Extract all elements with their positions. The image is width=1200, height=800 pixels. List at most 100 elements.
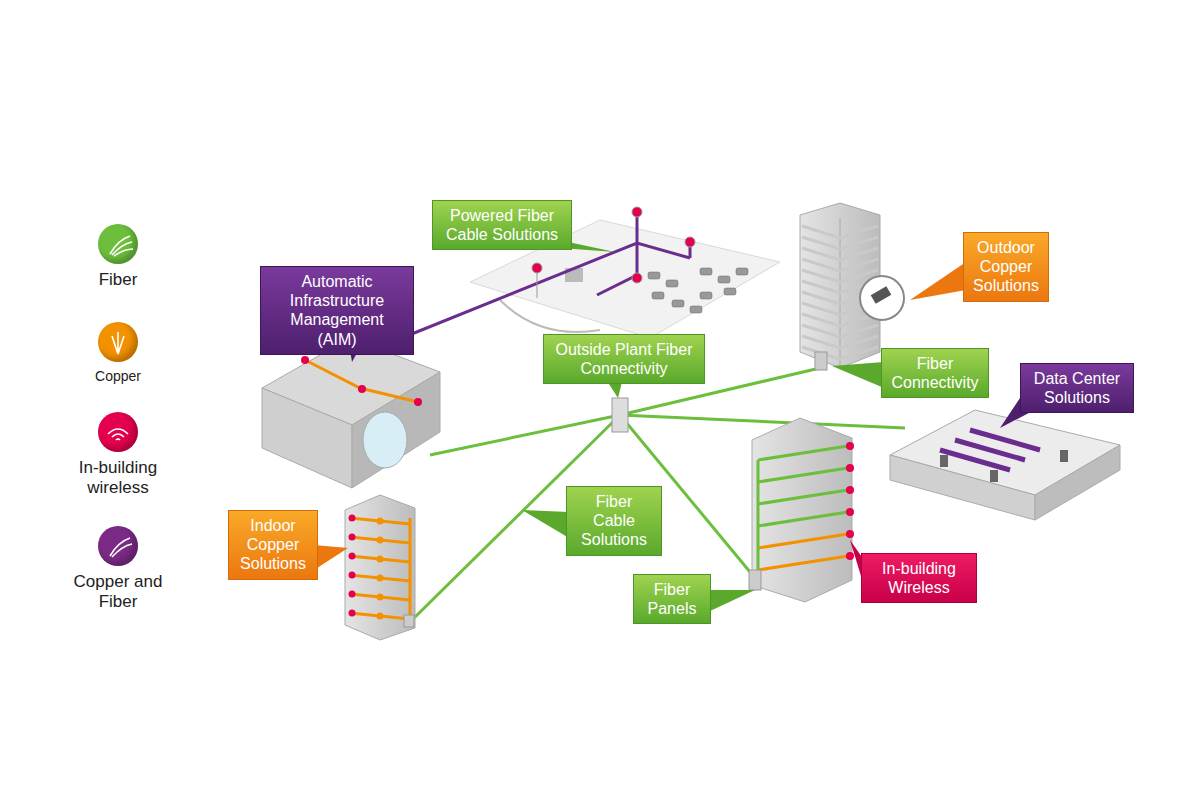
- copper-cable: [350, 594, 410, 600]
- fiber-cable: [758, 512, 848, 526]
- data-center-room: [940, 455, 948, 467]
- copper-cable: [350, 575, 410, 581]
- wireless-dot: [349, 610, 356, 617]
- callout-pointer: [314, 545, 348, 570]
- callout-pointer: [832, 362, 884, 388]
- callout-pointer: [522, 510, 569, 538]
- legend-icon: [98, 526, 138, 566]
- legend-icon-stroke: [108, 429, 128, 440]
- callout-box: Fiber Cable Solutions: [566, 486, 662, 556]
- car: [672, 300, 684, 307]
- aim-building: [363, 412, 407, 468]
- fiber-hub: [612, 398, 628, 432]
- wireless-dot: [846, 530, 854, 538]
- data-center-room: [940, 450, 1068, 482]
- car: [736, 268, 748, 275]
- copper-dot: [377, 537, 384, 544]
- callout-text: Automatic Infrastructure Management (AIM…: [269, 272, 405, 349]
- powered-fiber-line: [636, 215, 639, 243]
- data-center-room: [890, 455, 1035, 520]
- fiber-riser: [757, 460, 760, 575]
- fiber-line: [430, 415, 620, 455]
- wireless-building: [752, 418, 852, 602]
- fiber-line: [410, 368, 905, 622]
- callout-box: Indoor Copper Solutions: [228, 510, 318, 580]
- copper-building: [345, 495, 415, 640]
- tower-floor: [802, 259, 878, 271]
- legend-text: In-building wireless: [63, 458, 173, 499]
- legend-swatch: [98, 526, 138, 566]
- copper-dot: [377, 594, 384, 601]
- callout-box: Outside Plant Fiber Connectivity: [543, 334, 705, 384]
- aim-building: [352, 372, 440, 488]
- wireless-dot: [349, 534, 356, 541]
- car: [652, 292, 664, 299]
- car: [700, 268, 712, 275]
- callout-box: In-building Wireless: [861, 553, 977, 603]
- data-center-room: [970, 430, 1040, 450]
- wireless-dot: [846, 442, 854, 450]
- parking-lot: [500, 300, 600, 332]
- car: [690, 306, 702, 313]
- callout-text: In-building Wireless: [870, 559, 968, 597]
- tower-floor: [802, 314, 878, 326]
- tower-floor: [802, 347, 878, 359]
- aim-building: [301, 356, 309, 364]
- wireless-dot: [846, 552, 854, 560]
- copper-cable: [350, 613, 410, 619]
- wireless-dot: [349, 591, 356, 598]
- wireless-dot: [349, 515, 356, 522]
- data-center-room: [890, 410, 1120, 520]
- aim-building: [358, 385, 366, 393]
- callout-text: Fiber Connectivity: [890, 354, 980, 392]
- legend-swatch: [98, 224, 138, 264]
- legend-item: Fiber: [63, 224, 173, 290]
- callout-text: Outside Plant Fiber Connectivity: [552, 340, 696, 378]
- callout-box: Fiber Connectivity: [881, 348, 989, 398]
- callout-text: Fiber Panels: [642, 580, 702, 618]
- copper-dot: [377, 518, 384, 525]
- legend-item: Copper: [63, 322, 173, 385]
- data-center-room: [940, 430, 1040, 470]
- callout-text: Indoor Copper Solutions: [237, 516, 309, 574]
- copper-building: [349, 515, 411, 621]
- callout-pointer: [910, 262, 966, 300]
- data-center-room: [990, 470, 998, 482]
- powered-fiber-line: [382, 243, 690, 346]
- copper-building: [404, 615, 414, 627]
- wireless-building: [758, 442, 854, 575]
- legend-text: Copper and Fiber: [63, 572, 173, 613]
- tower-floor: [802, 336, 878, 348]
- callout-text: Fiber Cable Solutions: [575, 492, 653, 550]
- legend-icon-stroke: [110, 538, 132, 557]
- legend-icon-stroke: [110, 236, 133, 256]
- data-center-room: [1060, 450, 1068, 462]
- wireless-building: [749, 418, 854, 602]
- copper-dot: [377, 575, 384, 582]
- legend-icon: [98, 224, 138, 264]
- copper-building: [345, 495, 415, 640]
- tower-floor: [802, 270, 878, 282]
- car: [718, 276, 730, 283]
- aim-building: [414, 398, 422, 406]
- tower-floor: [802, 325, 878, 337]
- copper-cable: [758, 556, 848, 570]
- legend-text: Copper: [63, 368, 173, 385]
- callout-text: Outdoor Copper Solutions: [972, 238, 1040, 296]
- callout-box: Data Center Solutions: [1020, 363, 1134, 413]
- callout-box: Outdoor Copper Solutions: [963, 232, 1049, 302]
- office-tower: [815, 352, 827, 370]
- antenna: [632, 273, 642, 283]
- antenna: [537, 273, 538, 298]
- antenna: [532, 263, 542, 273]
- copper-dot: [377, 613, 384, 620]
- fiber-cable: [758, 490, 848, 504]
- tower-floor: [802, 226, 878, 238]
- tower-floor: [802, 248, 878, 260]
- copper-cable: [758, 534, 848, 548]
- fiber-line: [620, 415, 905, 428]
- car: [724, 288, 736, 295]
- legend-item: Copper and Fiber: [63, 526, 173, 613]
- copper-cable: [350, 556, 410, 562]
